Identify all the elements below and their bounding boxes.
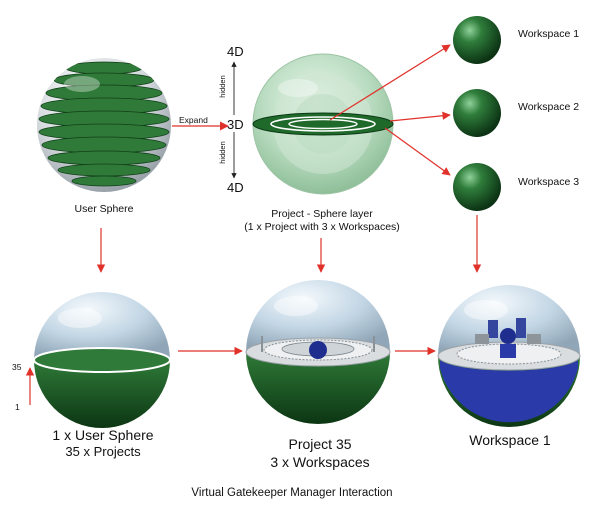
workspace-label-2: Workspace 2 — [518, 101, 580, 113]
workspace-sphere-3 — [453, 163, 501, 211]
project-count-line2: 3 x Workspaces — [270, 454, 370, 470]
project-layer-label-line1: Project - Sphere layer — [271, 208, 373, 220]
project-layer-label-line2: (1 x Project with 3 x Workspaces) — [244, 221, 400, 233]
user-sphere-count-line2: 35 x Projects — [65, 444, 141, 459]
dim-label-bottom: 4D — [227, 180, 244, 195]
arrow-to-workspace-1 — [329, 44, 451, 121]
user-sphere-count-line1: 1 x User Sphere — [52, 427, 154, 443]
project-sphere-layer — [252, 53, 394, 195]
workspace-sphere-1 — [453, 16, 501, 64]
workspace-sphere-cutaway — [437, 285, 581, 427]
expand-label: Expand — [179, 115, 208, 125]
dim-label-mid: 3D — [227, 117, 244, 132]
workspace-cutaway-label: Workspace 1 — [469, 432, 551, 448]
user-sphere-label: User Sphere — [74, 203, 134, 215]
hidden-label-lower: hidden — [217, 141, 227, 164]
user-sphere-cutaway — [33, 292, 171, 428]
workspace-label-3: Workspace 3 — [518, 176, 580, 188]
project-count-line1: Project 35 — [288, 436, 352, 452]
workspace-sphere-2 — [453, 89, 501, 137]
project-sphere-cutaway — [245, 280, 391, 424]
user-sphere-banded — [37, 58, 171, 192]
diagram-caption: Virtual Gatekeeper Manager Interaction — [191, 487, 393, 499]
scale-label-bottom: 1 — [15, 402, 20, 412]
scale-label-top: 35 — [12, 362, 22, 372]
arrow-to-workspace-3 — [384, 127, 451, 176]
arrow-to-workspace-2 — [389, 111, 451, 122]
dim-label-top: 4D — [227, 44, 244, 59]
workspace-label-1: Workspace 1 — [518, 28, 580, 40]
hidden-label-upper: hidden — [217, 75, 227, 98]
